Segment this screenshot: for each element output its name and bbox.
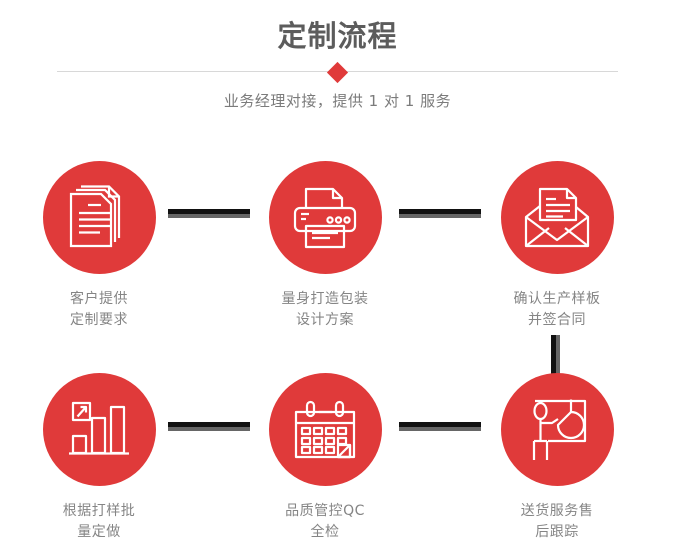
flow-step-2[interactable]: 量身打造包装 设计方案 bbox=[240, 161, 410, 331]
flow-step-6-circle[interactable] bbox=[500, 373, 614, 486]
connector-step4-step5 bbox=[168, 422, 250, 431]
flow-step-5-label: 品质管控QC 全检 bbox=[285, 503, 365, 540]
page-title: 定制流程 bbox=[277, 19, 398, 53]
process-flow: 客户提供 定制要求 量身打造包装 设计方案 bbox=[0, 150, 675, 550]
flow-step-6[interactable]: 送货服务售 后跟踪 bbox=[472, 373, 642, 543]
connector-bar-top bbox=[399, 209, 481, 214]
page-header: 定制流程 业务经理对接，提供 1 对 1 服务 bbox=[0, 0, 675, 135]
documents-stack-icon bbox=[69, 184, 121, 247]
connector-bar-top bbox=[399, 422, 481, 427]
flow-step-1-label: 客户提供 定制要求 bbox=[70, 291, 128, 328]
flow-step-3-label: 确认生产样板 并签合同 bbox=[513, 291, 601, 328]
page-subtitle: 业务经理对接，提供 1 对 1 服务 bbox=[223, 92, 452, 110]
diamond-marker-icon bbox=[326, 61, 349, 83]
envelope-letter-icon bbox=[524, 187, 590, 247]
connector-step1-step2 bbox=[168, 209, 250, 218]
connector-step2-step3 bbox=[399, 209, 481, 218]
flow-step-3-circle[interactable] bbox=[500, 161, 614, 274]
flow-step-5[interactable]: 品质管控QC 全检 bbox=[240, 373, 410, 543]
connector-bar-bottom bbox=[399, 214, 481, 218]
connector-step3-step6 bbox=[551, 335, 560, 376]
connector-bar-bottom bbox=[168, 214, 250, 218]
connector-bar-left bbox=[551, 335, 556, 376]
flow-step-4[interactable]: 根据打样批 量定做 bbox=[14, 373, 184, 543]
connector-step5-step6 bbox=[399, 422, 481, 431]
printer-icon bbox=[293, 187, 357, 248]
presenter-pie-chart-icon bbox=[532, 399, 587, 460]
flow-step-2-circle[interactable] bbox=[268, 161, 382, 274]
flow-step-6-label: 送货服务售 后跟踪 bbox=[520, 503, 594, 540]
connector-bar-top bbox=[168, 422, 250, 427]
bar-chart-growth-icon bbox=[69, 401, 129, 455]
header-divider bbox=[57, 61, 618, 83]
flow-step-1-circle[interactable] bbox=[42, 161, 156, 274]
flow-step-2-label: 量身打造包装 设计方案 bbox=[281, 291, 369, 328]
connector-bar-right bbox=[556, 335, 560, 376]
connector-bar-top bbox=[168, 209, 250, 214]
connector-bar-bottom bbox=[399, 427, 481, 431]
flow-step-5-circle[interactable] bbox=[268, 373, 382, 486]
flow-step-4-label: 根据打样批 量定做 bbox=[62, 503, 136, 540]
flow-step-4-circle[interactable] bbox=[42, 373, 156, 486]
connector-bar-bottom bbox=[168, 427, 250, 431]
flow-step-1[interactable]: 客户提供 定制要求 bbox=[14, 161, 184, 331]
calendar-icon bbox=[294, 400, 356, 458]
flow-step-3[interactable]: 确认生产样板 并签合同 bbox=[472, 161, 642, 331]
